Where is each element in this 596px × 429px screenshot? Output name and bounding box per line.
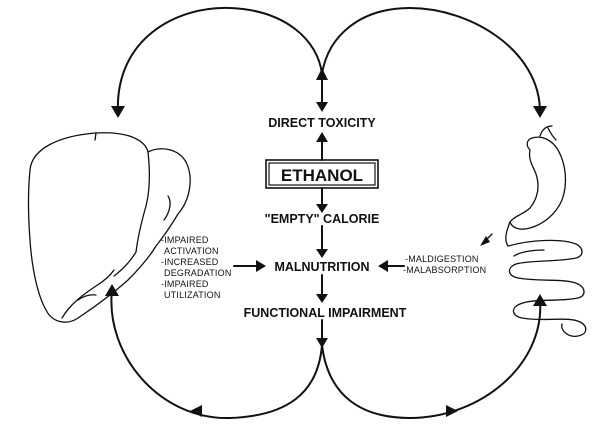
arrow-bottom-right-loop [446,405,458,417]
arrow-down-to-malnutrition [316,249,328,258]
arrow-down-to-bottom-loop [316,338,328,348]
empty-calorie-label: "EMPTY" CALORIE [265,212,380,226]
liver-effect-1: -IMPAIRED [161,235,209,245]
liver-effect-6: UTILIZATION [164,290,221,300]
arrow-down-to-toxicity [316,102,328,112]
liver-effect-4: DEGRADATION [164,268,232,278]
top-loop-path [118,8,540,112]
arrow-left-to-malnutrition [378,260,388,272]
malnutrition-label: MALNUTRITION [274,260,369,274]
arrow-bottom-left-loop [190,405,202,417]
arrow-to-gut-top [533,106,547,118]
ethanol-label: ETHANOL [281,166,363,185]
gut-effect-1: -MALDIGESTION [405,254,479,264]
functional-impairment-label: FUNCTIONAL IMPAIRMENT [244,306,407,320]
arrow-right-to-malnutrition [256,260,266,272]
arrow-up-from-toxicity [316,68,328,80]
liver-effect-2: ACTIVATION [164,246,219,256]
stomach-and-intestine-icon [480,126,586,336]
arrow-down-to-impairment [316,294,328,303]
liver-effect-5: -IMPAIRED [161,279,209,289]
arrow-up-to-toxicity [316,132,328,142]
gut-effect-2: -MALABSORPTION [403,265,486,275]
direct-toxicity-label: DIRECT TOXICITY [268,116,376,130]
liver-effect-3: -INCREASED [161,257,219,267]
arrow-to-liver-top [111,106,125,118]
